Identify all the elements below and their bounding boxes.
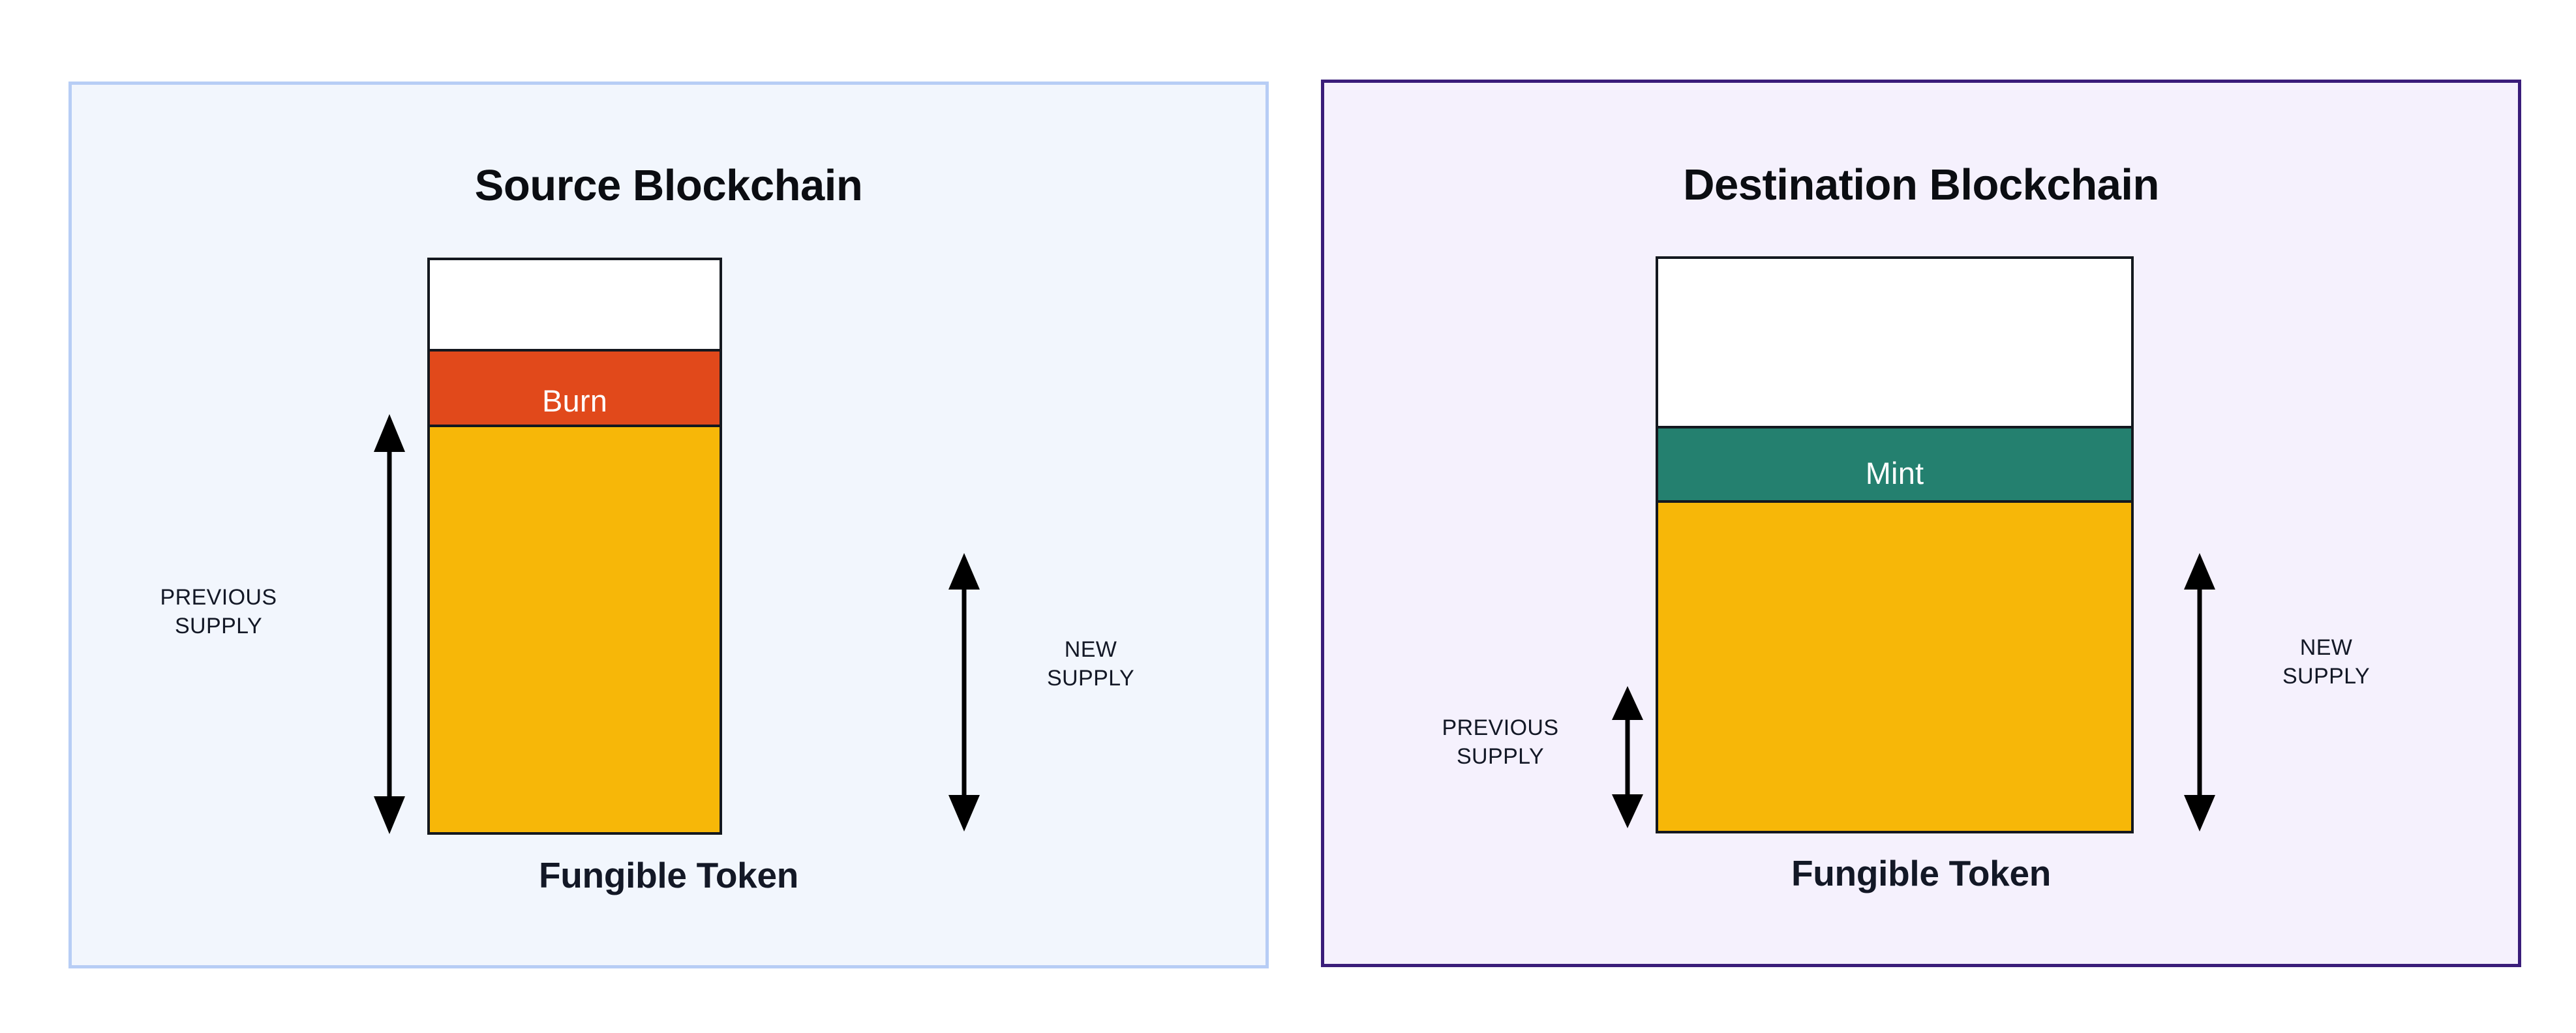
destination-new-supply-line2: SUPPLY: [2282, 663, 2371, 689]
source-segment-headroom: [430, 260, 720, 349]
burn-segment-label: Burn: [541, 383, 608, 419]
destination-segment-existing-supply: [1658, 502, 2131, 831]
source-new-supply-line2: SUPPLY: [1046, 665, 1135, 691]
destination-new-supply-arrow: [2180, 553, 2219, 831]
source-previous-supply-label: PREVIOUS SUPPLY: [111, 584, 326, 640]
source-supply-bar: Burn: [427, 258, 722, 835]
source-segment-burn: Burn: [430, 348, 720, 428]
source-new-supply-label: NEW SUPPLY: [993, 636, 1189, 693]
destination-segment-mint: Mint: [1658, 426, 2131, 503]
destination-previous-supply-line1: PREVIOUS: [1442, 715, 1559, 740]
destination-segment-headroom: [1658, 259, 2131, 427]
mint-segment-label: Mint: [1865, 456, 1924, 491]
source-previous-supply-line2: SUPPLY: [174, 613, 263, 638]
source-segment-existing-supply: [430, 427, 720, 832]
destination-panel-title: Destination Blockchain: [1683, 160, 2159, 209]
destination-new-supply-label: NEW SUPPLY: [2228, 634, 2424, 691]
destination-previous-supply-arrow: [1608, 686, 1647, 828]
source-new-supply-arrow: [945, 553, 984, 831]
source-token-caption: Fungible Token: [538, 855, 799, 895]
source-blockchain-panel: Source Blockchain Burn PREVIOUS SUPPLY: [68, 82, 1269, 968]
source-previous-supply-arrow: [370, 414, 409, 834]
destination-previous-supply-line2: SUPPLY: [1456, 743, 1545, 769]
destination-supply-bar: Mint: [1656, 256, 2134, 833]
destination-blockchain-panel: Destination Blockchain Mint PREVIOUS SUP…: [1321, 80, 2521, 967]
destination-token-caption: Fungible Token: [1791, 853, 2052, 893]
source-new-supply-line1: NEW: [1064, 637, 1117, 662]
destination-previous-supply-label: PREVIOUS SUPPLY: [1393, 714, 1608, 771]
source-previous-supply-line1: PREVIOUS: [160, 585, 277, 610]
source-panel-title: Source Blockchain: [474, 160, 863, 210]
destination-new-supply-line1: NEW: [2299, 635, 2353, 660]
